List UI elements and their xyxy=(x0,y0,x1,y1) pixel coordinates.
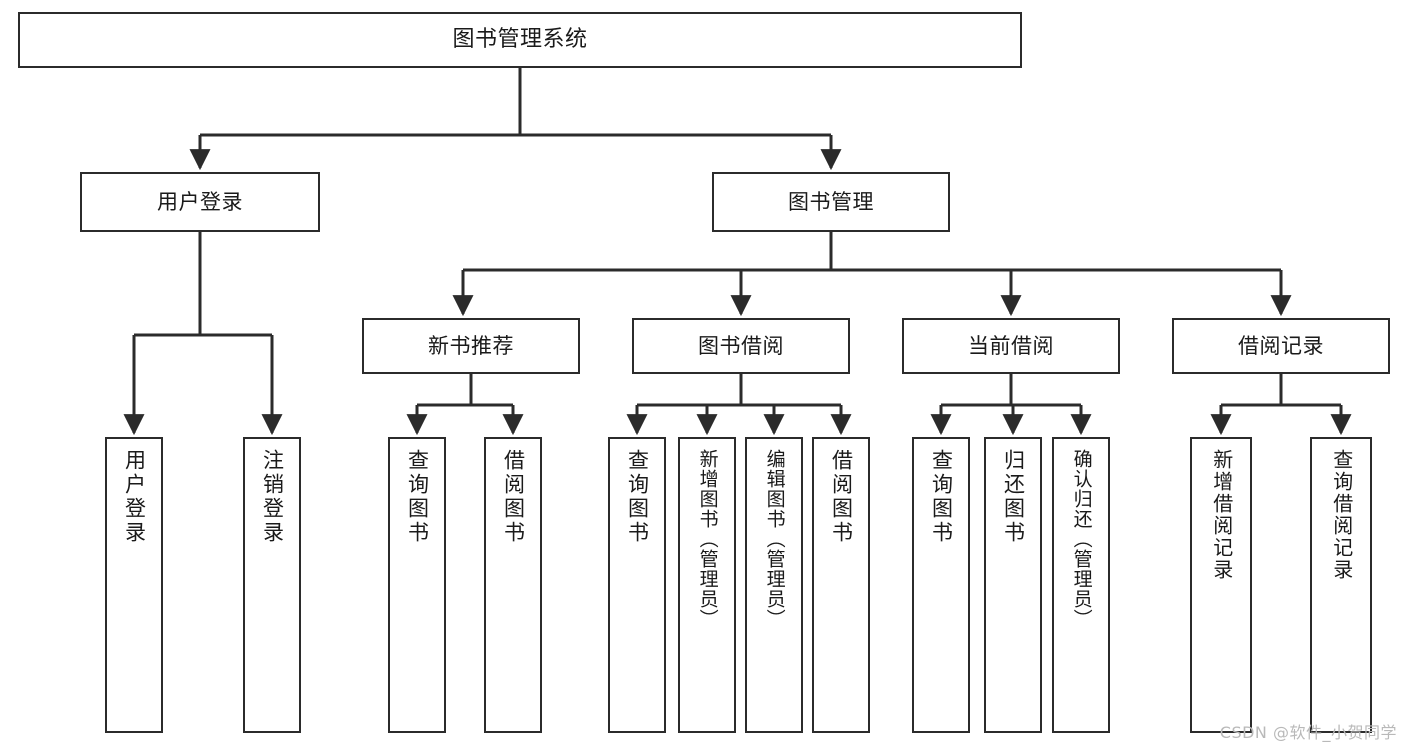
node-leaf-logout-label: 注销登录 xyxy=(260,449,285,545)
node-leaf-borrow-book-new[interactable]: 借阅图书 xyxy=(484,437,542,733)
node-level2-new-book-recommend-label: 新书推荐 xyxy=(428,333,514,358)
node-root[interactable]: 图书管理系统 xyxy=(18,12,1022,68)
node-level2-borrow-records-label: 借阅记录 xyxy=(1238,333,1324,358)
node-leaf-return-book[interactable]: 归还图书 xyxy=(984,437,1042,733)
node-leaf-add-borrow-record-label: 新增借阅记录 xyxy=(1209,449,1234,581)
node-leaf-borrow-book[interactable]: 借阅图书 xyxy=(812,437,870,733)
node-leaf-query-book-borrow[interactable]: 查询图书 xyxy=(608,437,666,733)
node-leaf-query-borrow-record[interactable]: 查询借阅记录 xyxy=(1310,437,1372,733)
node-leaf-confirm-return-admin[interactable]: 确认归还（管理员） xyxy=(1052,437,1110,733)
node-leaf-return-book-label: 归还图书 xyxy=(1001,449,1026,545)
node-leaf-query-book-new-label: 查询图书 xyxy=(405,449,430,545)
node-leaf-user-login-label: 用户登录 xyxy=(122,449,147,545)
node-leaf-confirm-return-admin-label: 确认归还（管理员） xyxy=(1070,449,1093,629)
node-leaf-query-book-borrow-label: 查询图书 xyxy=(625,449,650,545)
node-level1-book-management-label: 图书管理 xyxy=(788,189,874,214)
node-level2-current-borrow-label: 当前借阅 xyxy=(968,333,1054,358)
node-leaf-query-book-new[interactable]: 查询图书 xyxy=(388,437,446,733)
node-level1-book-management[interactable]: 图书管理 xyxy=(712,172,950,232)
node-leaf-query-borrow-record-label: 查询借阅记录 xyxy=(1329,449,1354,581)
node-leaf-edit-book-admin-label: 编辑图书（管理员） xyxy=(763,449,786,629)
node-leaf-borrow-book-label: 借阅图书 xyxy=(829,449,854,545)
node-leaf-add-book-admin[interactable]: 新增图书（管理员） xyxy=(678,437,736,733)
node-leaf-edit-book-admin[interactable]: 编辑图书（管理员） xyxy=(745,437,803,733)
node-level2-borrow-records[interactable]: 借阅记录 xyxy=(1172,318,1390,374)
node-level2-book-borrow[interactable]: 图书借阅 xyxy=(632,318,850,374)
node-level2-new-book-recommend[interactable]: 新书推荐 xyxy=(362,318,580,374)
node-leaf-logout[interactable]: 注销登录 xyxy=(243,437,301,733)
node-level1-user-login-label: 用户登录 xyxy=(157,189,243,214)
node-leaf-add-book-admin-label: 新增图书（管理员） xyxy=(696,449,719,629)
node-leaf-query-book-current-label: 查询图书 xyxy=(929,449,954,545)
node-leaf-add-borrow-record[interactable]: 新增借阅记录 xyxy=(1190,437,1252,733)
csdn-watermark: CSDN @软件_小贺同学 xyxy=(1219,723,1397,742)
node-leaf-borrow-book-new-label: 借阅图书 xyxy=(501,449,526,545)
node-level2-book-borrow-label: 图书借阅 xyxy=(698,333,784,358)
node-level1-user-login[interactable]: 用户登录 xyxy=(80,172,320,232)
node-leaf-user-login[interactable]: 用户登录 xyxy=(105,437,163,733)
node-leaf-query-book-current[interactable]: 查询图书 xyxy=(912,437,970,733)
node-level2-current-borrow[interactable]: 当前借阅 xyxy=(902,318,1120,374)
node-root-label: 图书管理系统 xyxy=(452,27,588,53)
